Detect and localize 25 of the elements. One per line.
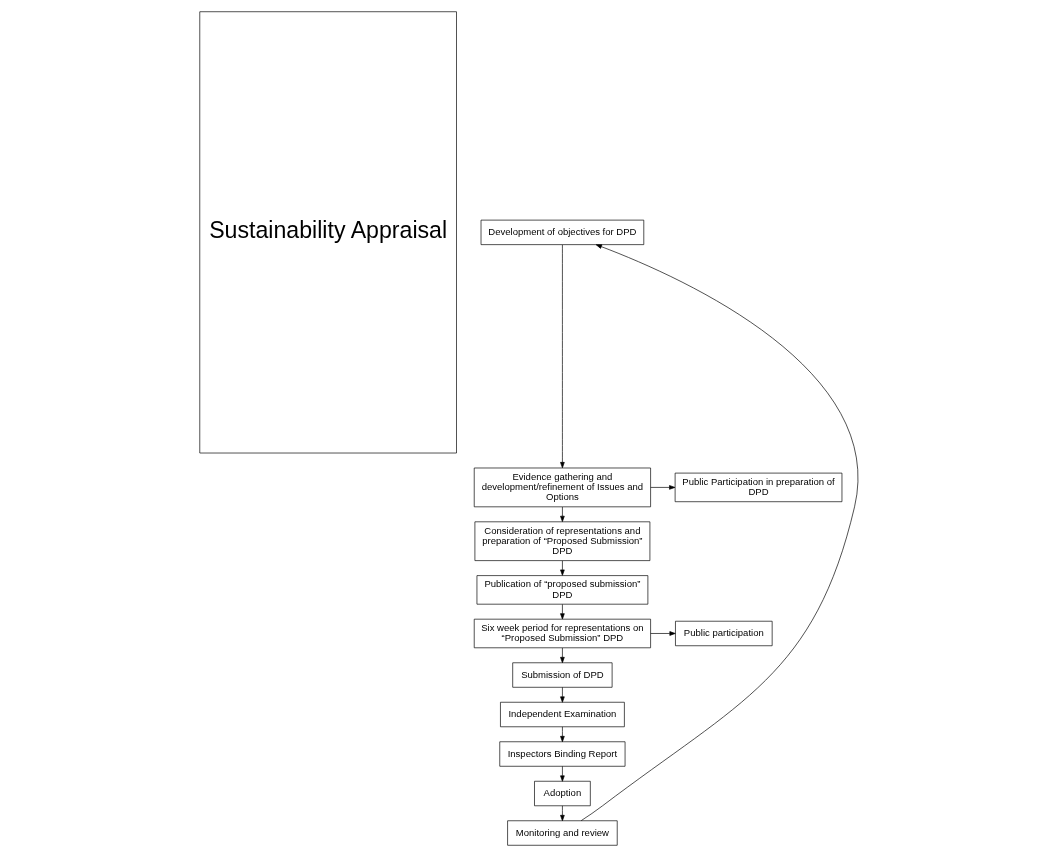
node-box: Consideration of representations and preparation of “Proposed Submission” DPD <box>474 520 651 561</box>
arrow <box>560 560 565 576</box>
node-box: Inspectors Binding Report <box>499 740 626 767</box>
arrow <box>580 243 859 821</box>
arrow <box>560 726 565 742</box>
node-box: Submission of DPD <box>512 661 613 688</box>
arrow <box>560 506 565 522</box>
node-box: Publication of “proposed submission” DPD <box>476 574 649 605</box>
node-box: Independent Examination <box>500 701 625 727</box>
node-box: Public participation <box>675 620 773 646</box>
arrow <box>650 484 676 490</box>
arrow <box>560 805 565 821</box>
arrow <box>650 630 676 636</box>
arrow <box>560 244 565 468</box>
arrow <box>560 765 565 782</box>
node-box: Development of objectives for DPD <box>480 219 645 245</box>
node-box: Public Participation in preparation of DPD <box>674 472 843 502</box>
node-box: Six week period for representations on “Proposed Submission” DPD <box>473 618 651 648</box>
arrow <box>560 647 565 663</box>
node-box: Evidence gathering and development/refinement of Issues and Options <box>473 467 651 507</box>
node-box: Monitoring and review <box>507 819 618 846</box>
node-box: Sustainability Appraisal <box>199 10 457 453</box>
arrow <box>560 603 565 619</box>
node-box: Adoption <box>534 780 591 806</box>
arrow <box>560 686 565 703</box>
